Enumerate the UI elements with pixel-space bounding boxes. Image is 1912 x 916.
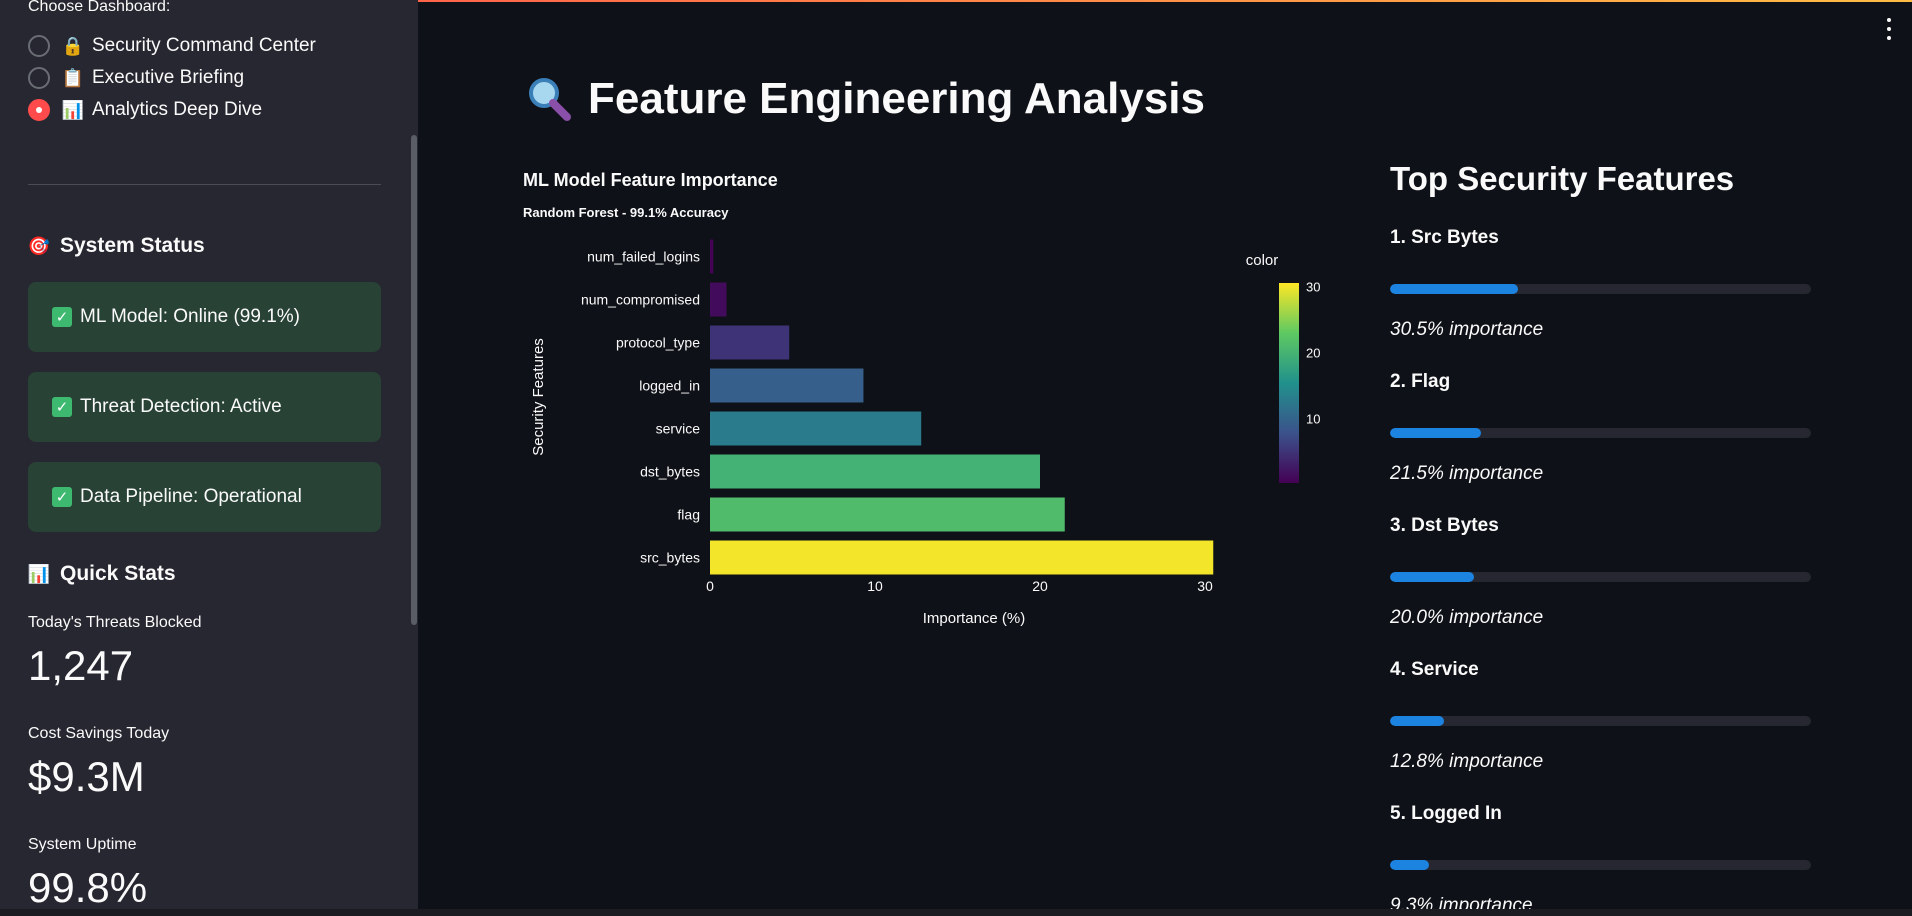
lock-icon: 🔒 bbox=[61, 35, 85, 57]
colorbar-tick-labels: 10 20 30 bbox=[1306, 279, 1320, 426]
feature-importance-text: 12.8% importance bbox=[1390, 751, 1544, 772]
status-card-data-pipeline: ✓ Data Pipeline: Operational bbox=[28, 462, 381, 532]
target-icon: 🎯 bbox=[27, 235, 51, 257]
y-tick-label: dst_bytes bbox=[640, 464, 700, 480]
bar-protocol-type[interactable] bbox=[710, 325, 790, 360]
y-axis-label: Security Features bbox=[530, 338, 547, 456]
x-tick-labels: 0 10 20 30 bbox=[706, 578, 1213, 594]
top-features-title: Top Security Features bbox=[1390, 160, 1735, 197]
bar-num-compromised[interactable] bbox=[710, 282, 727, 317]
colorbar-tick-label: 30 bbox=[1306, 279, 1320, 294]
check-icon: ✓ bbox=[52, 487, 72, 507]
radio-option-executive-briefing[interactable]: 📋 Executive Briefing bbox=[28, 65, 244, 91]
page-title: Feature Engineering Analysis bbox=[588, 74, 1205, 123]
status-card-ml-model: ✓ ML Model: Online (99.1%) bbox=[28, 282, 381, 352]
heading-text: System Status bbox=[60, 234, 205, 257]
progress-fill bbox=[1390, 860, 1430, 870]
feature-progress-bar bbox=[1390, 284, 1811, 294]
x-tick-label: 20 bbox=[1032, 578, 1048, 594]
bar-num-failed-logins[interactable] bbox=[710, 239, 714, 274]
feature-importance-text: 21.5% importance bbox=[1390, 463, 1544, 484]
metric-label-threats-blocked: Today's Threats Blocked bbox=[28, 614, 202, 631]
page-header: Feature Engineering Analysis bbox=[524, 74, 1205, 124]
bottom-bar bbox=[0, 909, 1912, 916]
feature-progress-bar bbox=[1390, 428, 1811, 438]
metric-value-threats-blocked: 1,247 bbox=[28, 642, 134, 689]
progress-fill bbox=[1390, 284, 1519, 294]
bar-chart-icon: 📊 bbox=[61, 99, 85, 121]
bar-chart-icon: 📊 bbox=[27, 563, 51, 585]
clipboard-icon: 📋 bbox=[61, 67, 85, 89]
x-tick-label: 10 bbox=[867, 578, 883, 594]
radio-label: Analytics Deep Dive bbox=[92, 99, 263, 120]
x-tick-label: 30 bbox=[1197, 578, 1213, 594]
heading-text: Quick Stats bbox=[60, 562, 176, 585]
radio-button-selected[interactable] bbox=[28, 99, 50, 121]
colorbar-title: color bbox=[1246, 252, 1279, 269]
main-menu-icon[interactable] bbox=[1882, 18, 1896, 40]
check-icon: ✓ bbox=[52, 397, 72, 417]
status-text: Data Pipeline: Operational bbox=[80, 486, 302, 507]
magnifying-glass-icon bbox=[529, 78, 571, 121]
bar-service[interactable] bbox=[710, 411, 922, 446]
sidebar-scrollbar[interactable] bbox=[411, 135, 417, 625]
x-axis-label: Importance (%) bbox=[923, 610, 1026, 627]
progress-fill bbox=[1390, 716, 1444, 726]
feature-importance-text: 20.0% importance bbox=[1390, 607, 1544, 628]
status-card-threat-detection: ✓ Threat Detection: Active bbox=[28, 372, 381, 442]
feature-importance-text: 30.5% importance bbox=[1390, 319, 1544, 340]
radio-option-security-command-center[interactable]: 🔒 Security Command Center bbox=[28, 33, 316, 59]
metric-label-cost-savings: Cost Savings Today bbox=[28, 725, 170, 742]
choose-dashboard-label: Choose Dashboard: bbox=[28, 0, 171, 15]
bars-group bbox=[710, 239, 1214, 575]
feature-progress-bar bbox=[1390, 572, 1811, 582]
system-status-heading: 🎯 System Status bbox=[28, 234, 205, 258]
y-tick-label: flag bbox=[677, 507, 700, 523]
feature-progress-bar bbox=[1390, 860, 1811, 870]
feature-name: 4. Service bbox=[1390, 659, 1479, 680]
metric-value-cost-savings: $9.3M bbox=[28, 753, 145, 800]
feature-progress-bar bbox=[1390, 716, 1811, 726]
feature-name: 5. Logged In bbox=[1390, 803, 1502, 824]
y-tick-label: logged_in bbox=[639, 378, 700, 394]
status-text: Threat Detection: Active bbox=[80, 396, 282, 417]
status-text: ML Model: Online (99.1%) bbox=[80, 306, 301, 327]
feature-name: 2. Flag bbox=[1390, 371, 1451, 392]
quick-stats-heading: 📊 Quick Stats bbox=[28, 562, 176, 586]
sidebar-divider bbox=[28, 184, 381, 185]
x-tick-label: 0 bbox=[706, 578, 714, 594]
feature-importance-chart: num_failed_logins num_compromised protocol… bbox=[530, 239, 1320, 627]
top-accent-line bbox=[0, 0, 1912, 2]
chart-subtitle: Random Forest - 99.1% Accuracy bbox=[523, 205, 729, 220]
metric-label-system-uptime: System Uptime bbox=[28, 836, 137, 853]
radio-button[interactable] bbox=[28, 67, 50, 89]
colorbar-tick-label: 20 bbox=[1306, 345, 1320, 360]
colorbar-tick-label: 10 bbox=[1306, 411, 1320, 426]
colorbar bbox=[1279, 283, 1299, 483]
radio-option-analytics-deep-dive[interactable]: 📊 Analytics Deep Dive bbox=[28, 97, 262, 123]
feature-name: 3. Dst Bytes bbox=[1390, 515, 1499, 536]
y-tick-label: num_failed_logins bbox=[587, 249, 700, 265]
y-tick-label: service bbox=[656, 421, 701, 437]
bar-dst-bytes[interactable] bbox=[710, 454, 1040, 489]
check-icon: ✓ bbox=[52, 307, 72, 327]
progress-fill bbox=[1390, 572, 1475, 582]
radio-label: Security Command Center bbox=[92, 35, 316, 56]
sidebar: Choose Dashboard: 🔒 Security Command Cen… bbox=[0, 0, 418, 916]
y-tick-labels: num_failed_logins num_compromised protocol… bbox=[581, 249, 700, 566]
chart-title: ML Model Feature Importance bbox=[523, 170, 778, 190]
bar-flag[interactable] bbox=[710, 497, 1065, 532]
y-tick-label: protocol_type bbox=[616, 335, 700, 351]
bar-logged-in[interactable] bbox=[710, 368, 864, 403]
bar-src-bytes[interactable] bbox=[710, 540, 1214, 575]
y-tick-label: num_compromised bbox=[581, 292, 700, 308]
progress-fill bbox=[1390, 428, 1481, 438]
feature-name: 1. Src Bytes bbox=[1390, 227, 1499, 248]
radio-label: Executive Briefing bbox=[92, 67, 245, 88]
radio-button[interactable] bbox=[28, 35, 50, 57]
metric-value-system-uptime: 99.8% bbox=[28, 864, 148, 911]
y-tick-label: src_bytes bbox=[640, 550, 700, 566]
